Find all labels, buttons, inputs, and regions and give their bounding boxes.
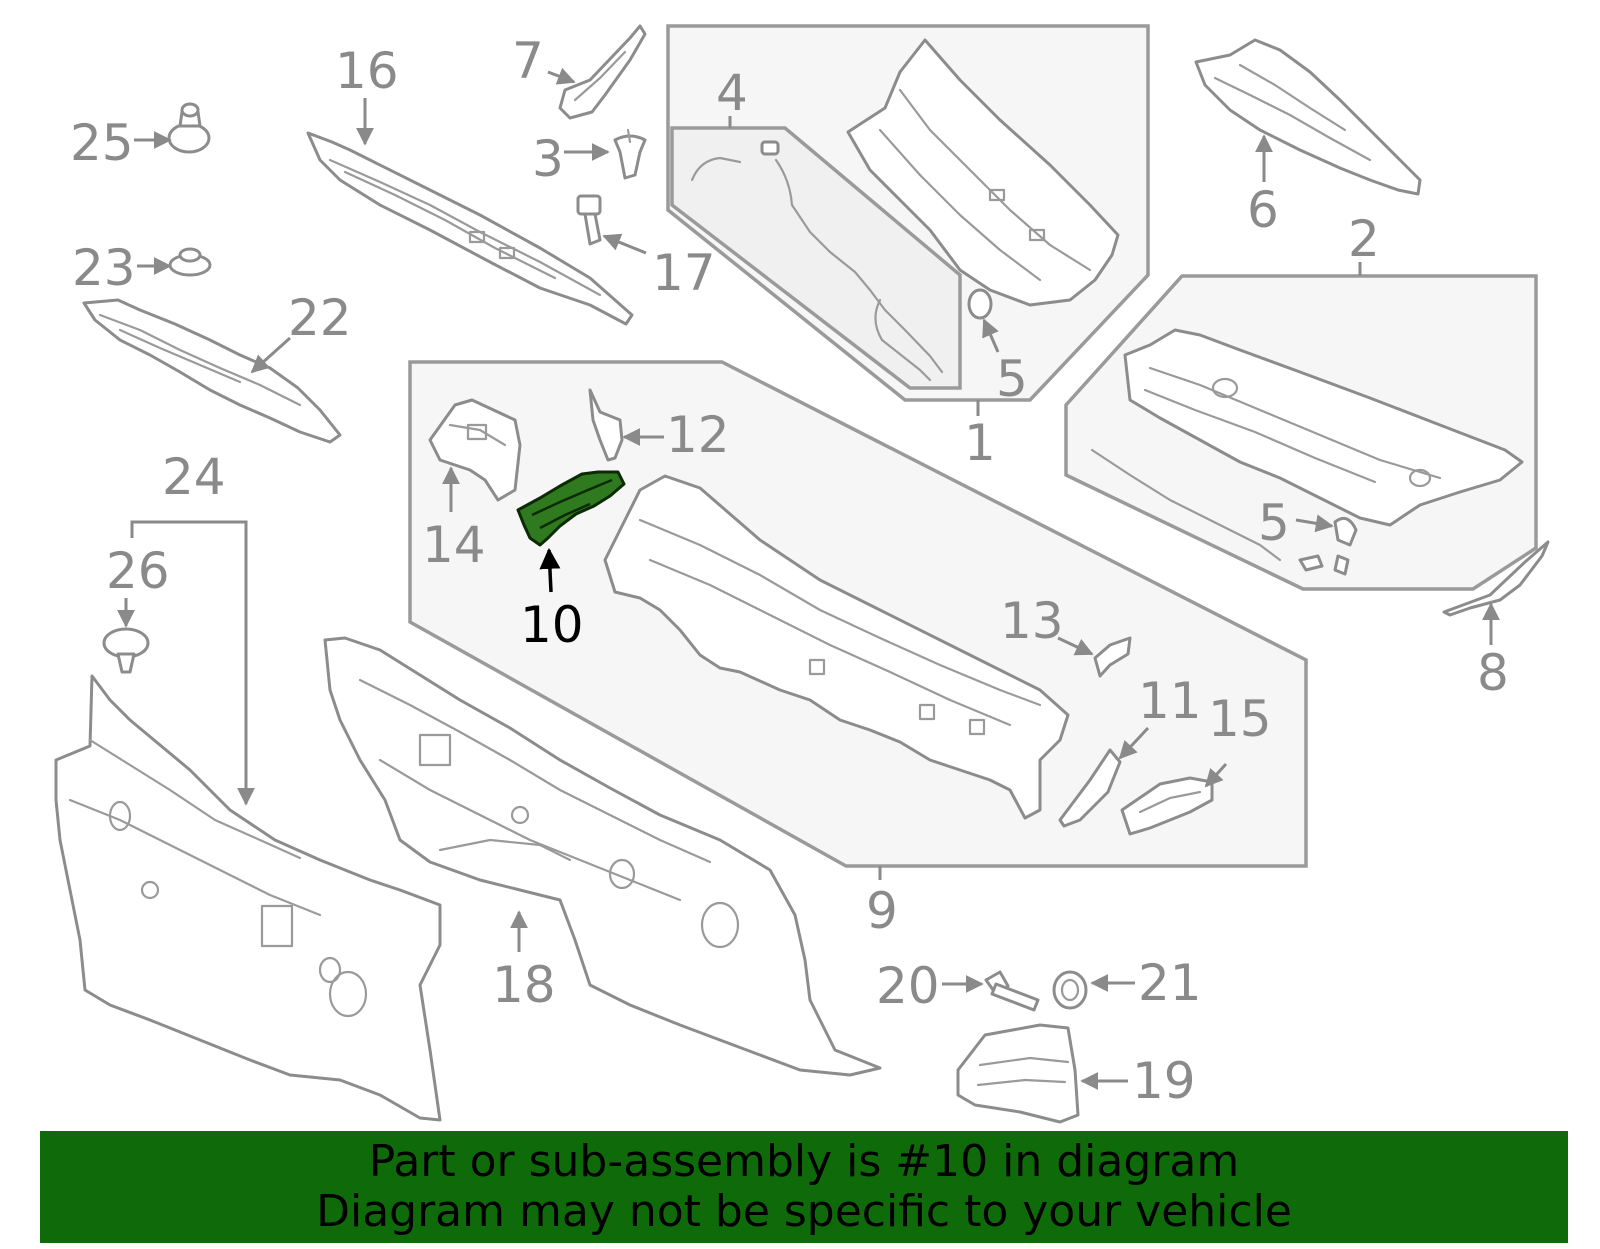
part-12-bracket	[588, 388, 624, 462]
callout-26: 26	[106, 542, 170, 600]
part-4-hoses	[690, 140, 944, 382]
part-25-clip	[167, 102, 211, 154]
callout-22: 22	[288, 289, 352, 347]
part-5-right-clip	[1298, 516, 1358, 576]
callout-19: 19	[1132, 1052, 1196, 1110]
part-6-panel	[1194, 38, 1422, 196]
callout-16: 16	[335, 42, 399, 100]
callout-7: 7	[512, 32, 544, 90]
callout-24: 24	[162, 448, 226, 506]
callout-15: 15	[1208, 690, 1272, 748]
part-15-bracket	[1120, 776, 1214, 836]
leader-5-right	[1295, 514, 1334, 533]
callout-21: 21	[1138, 954, 1202, 1012]
callout-23: 23	[72, 239, 136, 297]
callout-20: 20	[876, 957, 940, 1015]
banner-line-1: Part or sub-assembly is #10 in diagram	[368, 1136, 1240, 1187]
part-3-clip	[613, 128, 647, 180]
part-21-nut	[1052, 970, 1088, 1010]
leader-15	[1204, 762, 1228, 788]
callout-12: 12	[666, 406, 730, 464]
part-17-bolt	[576, 194, 602, 246]
part-18-dash-panel	[323, 636, 882, 1077]
leader-17	[602, 233, 647, 255]
callout-13: 13	[1000, 592, 1064, 650]
leader-7	[547, 67, 576, 85]
callout-3: 3	[532, 130, 564, 188]
callout-25: 25	[70, 114, 134, 172]
callout-1: 1	[964, 414, 996, 472]
callout-11: 11	[1138, 672, 1202, 730]
part-26-clip	[102, 627, 150, 674]
part-10-highlighted[interactable]	[516, 470, 626, 547]
part-24-dash-insulator	[54, 674, 442, 1122]
callout-2: 2	[1348, 210, 1380, 268]
callout-5-top: 5	[996, 350, 1028, 408]
part-11-bracket	[1058, 748, 1122, 828]
callout-14: 14	[422, 516, 486, 574]
part-9-cowl-panel	[603, 474, 1070, 820]
callout-9: 9	[866, 882, 898, 940]
part-13-bracket	[1093, 636, 1132, 678]
callout-18: 18	[492, 956, 556, 1014]
part-23-nut	[168, 247, 212, 277]
callout-17: 17	[652, 244, 716, 302]
callout-8: 8	[1477, 644, 1509, 702]
part-19-bracket	[956, 1023, 1080, 1124]
leader-11	[1118, 726, 1150, 760]
part-2-cowl-panel	[1090, 328, 1524, 562]
leader-13	[1057, 636, 1094, 656]
info-banner: Part or sub-assembly is #10 in diagram D…	[40, 1131, 1568, 1243]
banner-line-2: Diagram may not be specific to your vehi…	[316, 1186, 1292, 1237]
part-20-bolt	[984, 970, 1040, 1012]
part-7-bracket	[558, 24, 647, 120]
leader-10	[539, 547, 561, 593]
callout-5-right: 5	[1258, 494, 1290, 552]
part-1-cowl-panel	[846, 38, 1120, 307]
banner-background	[40, 1131, 1568, 1243]
callout-6: 6	[1247, 181, 1279, 239]
leader-5-top	[982, 318, 1000, 353]
group-box-4	[670, 126, 962, 390]
callout-4: 4	[716, 64, 748, 122]
leader-24	[130, 520, 255, 806]
leader-22	[250, 336, 292, 374]
part-5-top-clip	[967, 288, 993, 320]
callout-10[interactable]: 10	[520, 596, 584, 654]
part-16-cowl-bar	[306, 131, 634, 326]
part-14-bracket	[428, 398, 522, 502]
part-22-bar	[82, 298, 342, 444]
group-box-1	[666, 24, 1150, 402]
part-8-bracket	[1442, 540, 1550, 617]
